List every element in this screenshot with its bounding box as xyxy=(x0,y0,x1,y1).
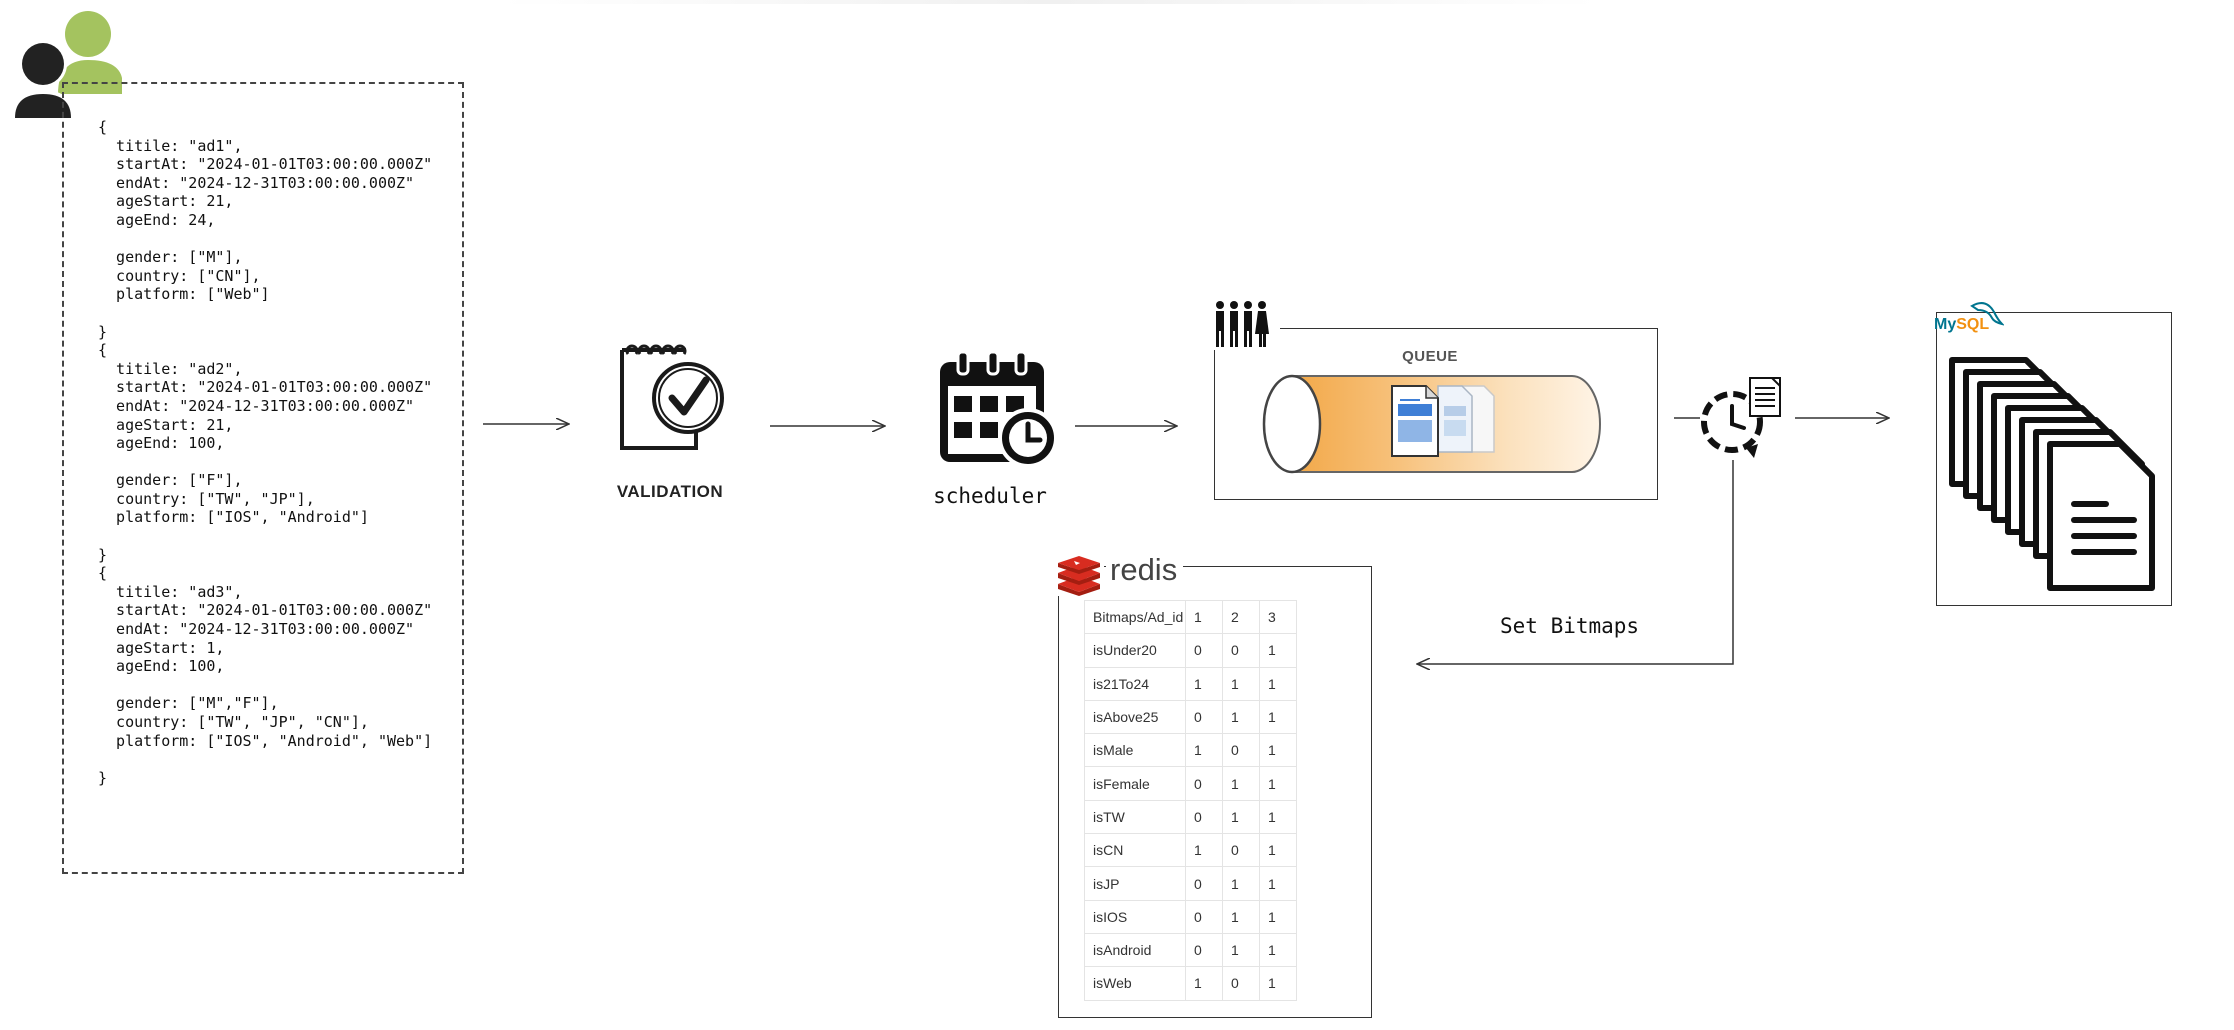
table-cell: 1 xyxy=(1259,733,1297,768)
table-cell: isAndroid xyxy=(1084,932,1186,968)
mysql-dolphin-icon xyxy=(1970,302,2004,326)
top-divider xyxy=(500,0,1600,4)
table-header-cell: 2 xyxy=(1222,599,1260,635)
mysql-logo-sql: SQL xyxy=(1956,316,1990,333)
clock-document-icon xyxy=(1701,377,1781,458)
redis-logo-text: redis xyxy=(1106,552,1184,588)
table-cell: isTW xyxy=(1084,799,1186,835)
table-cell: 1 xyxy=(1185,666,1223,701)
table-cell: 1 xyxy=(1259,966,1297,1001)
table-cell: is21To24 xyxy=(1084,666,1186,701)
people-queue-icon xyxy=(1210,300,1280,350)
table-cell: 1 xyxy=(1222,899,1260,934)
table-cell: 0 xyxy=(1222,633,1260,668)
calendar-clock-icon xyxy=(940,350,1058,468)
set-bitmaps-label: Set Bitmaps xyxy=(1500,614,1640,638)
table-cell: 0 xyxy=(1222,833,1260,868)
validation-label: VALIDATION xyxy=(616,482,724,501)
table-cell: 1 xyxy=(1259,766,1297,801)
table-cell: 0 xyxy=(1185,766,1223,801)
table-cell: 1 xyxy=(1222,666,1260,701)
table-cell: isMale xyxy=(1084,733,1186,768)
table-cell: isJP xyxy=(1084,866,1186,901)
table-cell: 1 xyxy=(1259,699,1297,735)
table-cell: 1 xyxy=(1259,833,1297,868)
table-cell: 1 xyxy=(1259,799,1297,835)
table-cell: 1 xyxy=(1222,932,1260,968)
mysql-container xyxy=(1936,312,2172,606)
table-cell: 0 xyxy=(1185,633,1223,668)
scheduler-label: scheduler xyxy=(933,484,1047,508)
table-cell: 0 xyxy=(1185,899,1223,934)
table-cell: 0 xyxy=(1185,799,1223,835)
table-header-cell: 3 xyxy=(1259,599,1297,635)
table-cell: 1 xyxy=(1259,899,1297,934)
table-header-cell: 1 xyxy=(1185,599,1223,635)
table-cell: 1 xyxy=(1185,966,1223,1001)
queue-cylinder xyxy=(1262,374,1601,474)
table-cell: isAbove25 xyxy=(1084,699,1186,735)
documents-stack-icon xyxy=(1949,357,2155,591)
table-cell: 1 xyxy=(1222,866,1260,901)
queued-documents-icon xyxy=(1391,385,1495,457)
queue-label: QUEUE xyxy=(1402,348,1458,365)
table-cell: 1 xyxy=(1222,699,1260,735)
table-cell: isCN xyxy=(1084,833,1186,868)
table-cell: 1 xyxy=(1259,633,1297,668)
ad-json-text: { titile: "ad1", startAt: "2024-01-01T03… xyxy=(98,118,433,787)
ad-json-container xyxy=(62,82,464,874)
table-cell: isFemale xyxy=(1084,766,1186,801)
queue-container xyxy=(1214,328,1658,500)
table-cell: isIOS xyxy=(1084,899,1186,934)
table-header-cell: Bitmaps/Ad_id xyxy=(1084,599,1186,635)
table-cell: 0 xyxy=(1185,699,1223,735)
table-cell: 1 xyxy=(1222,766,1260,801)
table-cell: 0 xyxy=(1222,733,1260,768)
table-cell: 1 xyxy=(1185,833,1223,868)
mysql-logo: MySQL xyxy=(1934,316,1989,334)
arrow-worker-to-redis xyxy=(1418,460,1734,664)
clipboard-check-icon xyxy=(620,344,724,450)
table-cell: 1 xyxy=(1259,866,1297,901)
mysql-logo-my: My xyxy=(1934,316,1957,333)
table-cell: 1 xyxy=(1222,799,1260,835)
table-cell: 0 xyxy=(1185,866,1223,901)
table-cell: 0 xyxy=(1222,966,1260,1001)
table-cell: isWeb xyxy=(1084,966,1186,1001)
users-icon xyxy=(12,11,122,120)
table-cell: isUnder20 xyxy=(1084,633,1186,668)
table-cell: 1 xyxy=(1185,733,1223,768)
redis-logo-icon xyxy=(1054,554,1104,596)
table-cell: 1 xyxy=(1259,932,1297,968)
table-cell: 0 xyxy=(1185,932,1223,968)
table-cell: 1 xyxy=(1259,666,1297,701)
